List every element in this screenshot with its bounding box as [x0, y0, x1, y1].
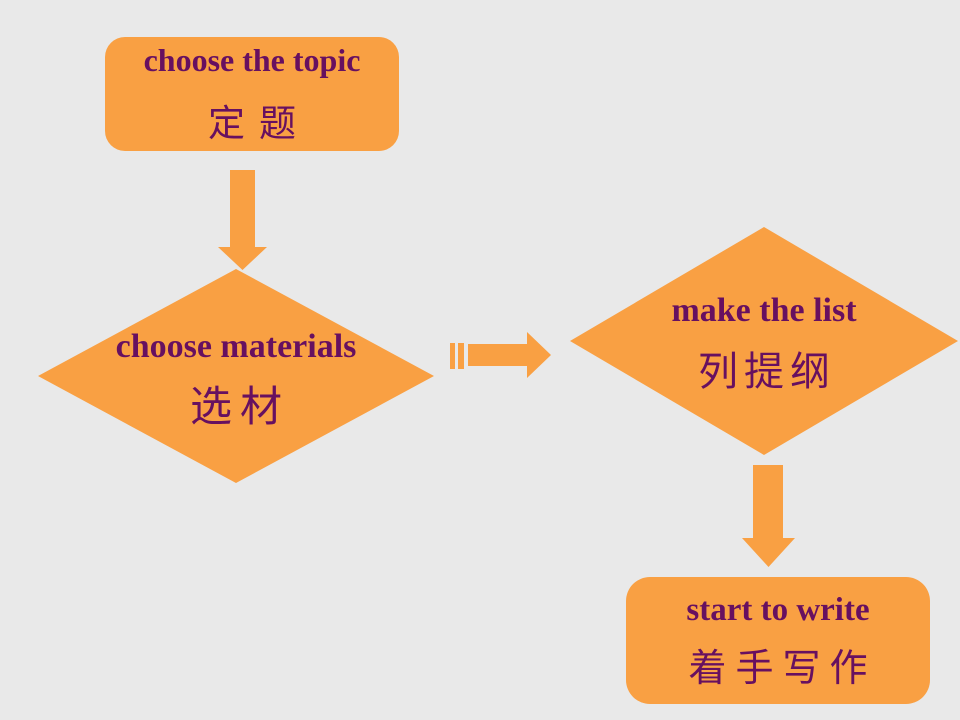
node-make-list: make the list 列提纲 — [570, 227, 958, 455]
node-make-list-label-en: make the list — [671, 292, 857, 329]
node-choose-topic-label-zh: 定题 — [208, 104, 310, 145]
node-make-list-label-zh: 列提纲 — [698, 349, 836, 394]
striped-right-arrow-icon — [450, 332, 551, 378]
node-start-write-label-zh: 着手写作 — [688, 647, 877, 690]
node-start-write-label-en: start to write — [686, 591, 870, 628]
down-arrow-icon — [742, 465, 795, 567]
down-arrow-icon — [218, 170, 267, 270]
node-choose-topic: choose the topic 定题 — [105, 37, 399, 151]
node-choose-materials-label-zh: 选材 — [189, 385, 290, 431]
node-choose-materials-label-en: choose materials — [115, 328, 357, 365]
node-choose-materials: choose materials 选材 — [38, 269, 434, 483]
node-choose-topic-label-en: choose the topic — [143, 42, 361, 78]
node-start-write: start to write 着手写作 — [626, 577, 930, 704]
